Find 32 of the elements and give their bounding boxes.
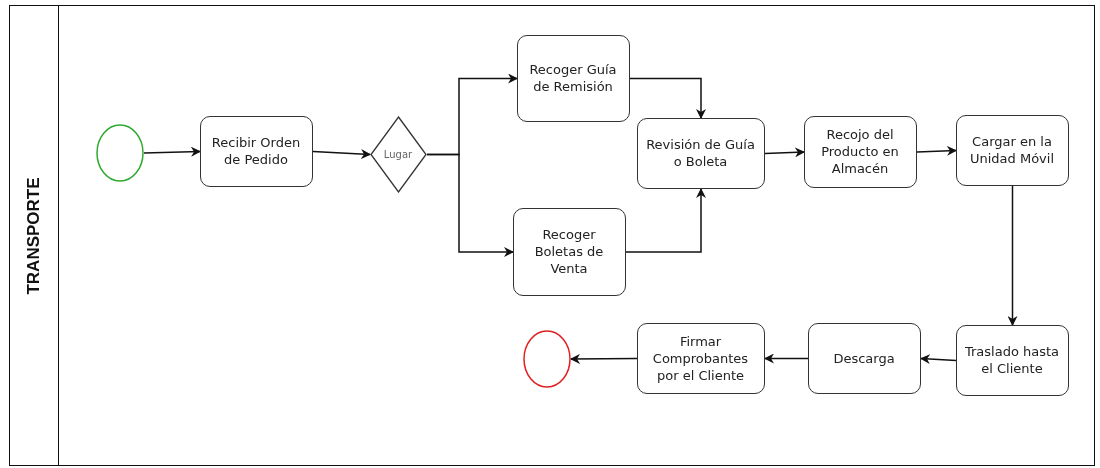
process-box [803,115,917,188]
process-label: Descarga [833,349,895,367]
arrow [425,153,514,257]
process-label: Firmar Comprobantes por el Cliente [651,332,750,384]
process-label: Revisión de Guía o Boleta [645,136,756,170]
process-label: Recoger Boletas de Venta [533,226,605,277]
process-box [636,322,765,394]
arrow [763,353,809,363]
process-box [199,115,313,187]
arrow [1007,184,1017,326]
arrow [569,353,638,364]
arrow [142,146,201,157]
process-box [512,207,626,296]
process-box [807,322,921,394]
process-label: Cargar en la Unidad Móvil [968,133,1056,167]
process-box [636,117,765,189]
process-label: Recoger Guía de Remisión [528,61,618,95]
arrow [628,77,706,119]
decision-label: Lugar [383,148,413,160]
swimlane [9,5,1095,466]
process-label: Recojo del Producto en Almacén [820,126,900,177]
lane-label: TRANSPORTE [24,176,44,295]
process-box [955,114,1069,186]
arrow [763,146,805,157]
arrow [624,187,706,253]
arrow [915,145,957,156]
process-box [516,34,630,122]
arrow [311,148,371,159]
process-box [955,324,1069,396]
process-label: Recibir Orden de Pedido [210,134,302,168]
process-label: Traslado hasta el Cliente [963,343,1061,377]
arrow [919,353,957,364]
